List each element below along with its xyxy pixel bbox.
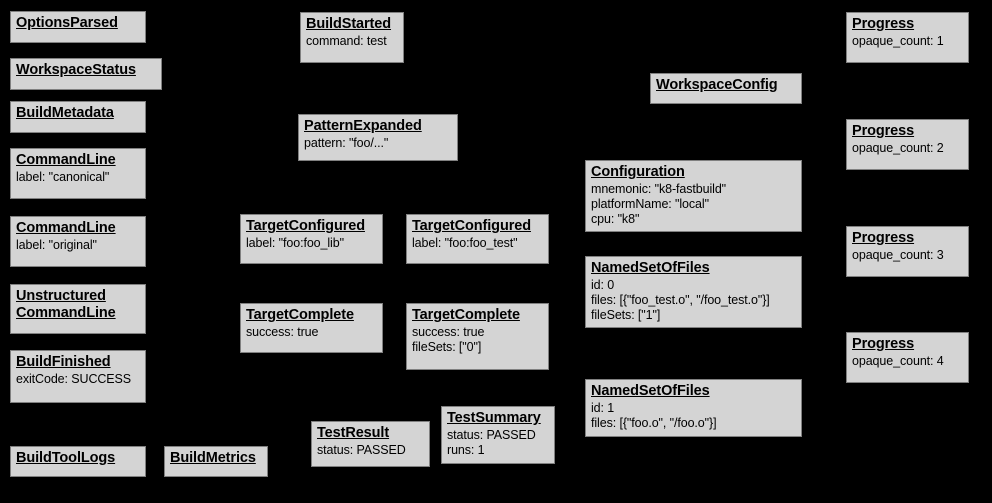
event-node-field: label: "canonical" [16,170,110,185]
event-node-title: TestSummary [447,410,541,426]
event-node-options-parsed[interactable]: OptionsParsed [10,11,146,43]
event-node-target-configured-foo-test[interactable]: TargetConfigured label: "foo:foo_test" [406,214,549,264]
event-node-progress-2[interactable]: Progress opaque_count: 2 [846,119,969,170]
event-node-title: Progress [852,16,915,32]
event-node-command-line-original[interactable]: CommandLine label: "original" [10,216,146,267]
event-node-field: success: true [246,325,319,340]
event-node-title: NamedSetOfFiles [591,260,710,276]
event-node-title: BuildMetadata [16,105,114,121]
event-node-workspace-status[interactable]: WorkspaceStatus [10,58,162,90]
event-node-title: Progress [852,123,915,139]
event-node-title: BuildFinished [16,354,111,370]
event-node-field: command: test [306,34,387,49]
event-node-build-metadata[interactable]: BuildMetadata [10,101,146,133]
event-node-field: opaque_count: 2 [852,141,944,156]
event-node-field: status: PASSED [317,443,406,458]
event-node-title: PatternExpanded [304,118,422,134]
event-node-field: status: PASSED [447,428,536,443]
event-node-title: WorkspaceConfig [656,77,778,93]
event-node-field: cpu: "k8" [591,211,640,226]
event-node-field: id: 0 [591,278,615,293]
event-node-title: BuildToolLogs [16,450,116,466]
event-node-title: BuildStarted [306,16,392,32]
event-node-title: TargetComplete [412,307,520,323]
event-node-progress-1[interactable]: Progress opaque_count: 1 [846,12,969,63]
event-node-title: BuildMetrics [170,450,256,466]
event-node-progress-3[interactable]: Progress opaque_count: 3 [846,226,969,277]
event-node-field: platformName: "local" [591,196,709,211]
event-node-command-line-canonical[interactable]: CommandLine label: "canonical" [10,148,146,199]
event-node-field: label: "original" [16,238,97,253]
event-node-workspace-config[interactable]: WorkspaceConfig [650,73,802,104]
event-node-target-complete-foo-lib[interactable]: TargetComplete success: true [240,303,383,353]
event-node-field: runs: 1 [447,442,485,457]
event-node-field: success: true [412,325,485,340]
event-node-title: TargetConfigured [412,218,531,234]
event-node-build-started[interactable]: BuildStarted command: test [300,12,404,63]
event-node-field: fileSets: ["0"] [412,339,482,354]
event-node-field: exitCode: SUCCESS [16,372,132,387]
event-node-field: fileSets: ["1"] [591,307,661,322]
event-node-test-result[interactable]: TestResult status: PASSED [311,421,430,467]
event-node-title: Configuration [591,164,685,180]
event-node-pattern-expanded[interactable]: PatternExpanded pattern: "foo/..." [298,114,458,161]
event-node-title: CommandLine [16,220,116,236]
event-node-field: opaque_count: 3 [852,248,944,263]
event-node-unstructured-command-line[interactable]: Unstructured CommandLine [10,284,146,334]
event-node-field: label: "foo:foo_test" [412,236,518,251]
event-node-title: OptionsParsed [16,15,118,31]
event-node-target-configured-foo-lib[interactable]: TargetConfigured label: "foo:foo_lib" [240,214,383,264]
event-node-field: pattern: "foo/..." [304,136,389,151]
event-node-title: CommandLine [16,152,116,168]
event-node-title: TargetComplete [246,307,354,323]
event-node-field: opaque_count: 1 [852,34,944,49]
event-node-build-tool-logs[interactable]: BuildToolLogs [10,446,146,477]
event-node-title: TestResult [317,425,390,441]
event-node-field: files: [{"foo.o", "/foo.o"}] [591,415,717,430]
event-node-field: files: [{"foo_test.o", "/foo_test.o"}] [591,292,770,307]
event-node-field: mnemonic: "k8-fastbuild" [591,182,727,197]
event-node-configuration[interactable]: Configuration mnemonic: "k8-fastbuild"pla… [585,160,802,232]
event-node-title: Unstructured CommandLine [16,288,116,322]
event-node-field: label: "foo:foo_lib" [246,236,344,251]
event-node-title: TargetConfigured [246,218,365,234]
event-node-title: Progress [852,336,915,352]
event-node-title: WorkspaceStatus [16,62,136,78]
event-node-build-metrics[interactable]: BuildMetrics [164,446,268,477]
event-node-field: id: 1 [591,401,615,416]
event-node-title: Progress [852,230,915,246]
event-node-build-finished[interactable]: BuildFinished exitCode: SUCCESS [10,350,146,403]
event-node-progress-4[interactable]: Progress opaque_count: 4 [846,332,969,383]
event-node-title: NamedSetOfFiles [591,383,710,399]
event-node-field: opaque_count: 4 [852,354,944,369]
